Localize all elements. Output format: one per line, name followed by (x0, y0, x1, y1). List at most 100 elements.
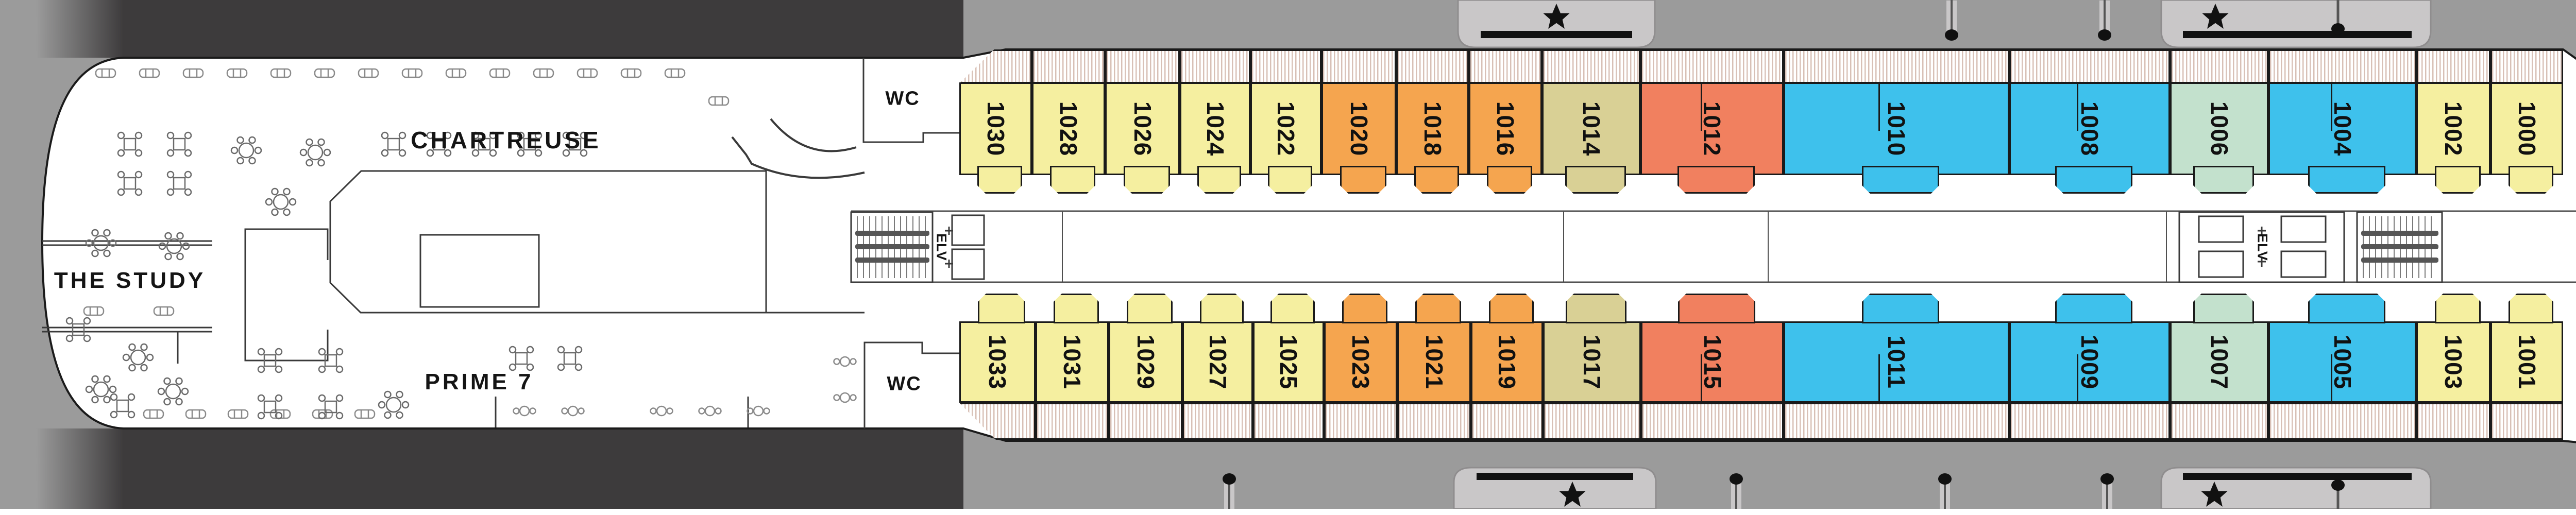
bed-1004 (2308, 166, 2385, 194)
wc-label-top: WC (885, 88, 920, 110)
bed-1008 (2055, 166, 2132, 194)
balcony-1027 (1182, 403, 1253, 440)
cabin-1000: 1000 (2490, 82, 2563, 175)
cabin-number-1010: 1010 (1883, 101, 1910, 157)
bed-1006 (2193, 166, 2254, 194)
cabin-number-1006: 1006 (2206, 101, 2233, 157)
study-wall-bottom (42, 327, 212, 333)
cabin-1007: 1007 (2170, 321, 2268, 403)
cabin-1020: 1020 (1321, 82, 1396, 175)
bed-1002 (2435, 166, 2481, 194)
cabin-1009: 1009 (2009, 321, 2170, 403)
suite-wall-1012 (1701, 83, 1702, 131)
bed-1024 (1197, 166, 1241, 194)
balcony-1014 (1542, 49, 1640, 83)
bed-1020 (1340, 166, 1386, 194)
bed-1026 (1124, 166, 1170, 194)
cabin-number-1012: 1012 (1699, 101, 1725, 157)
cabin-number-1011: 1011 (1883, 335, 1910, 389)
balcony-1008 (2009, 49, 2170, 83)
bed-1030 (977, 166, 1022, 194)
lifeboat-bottom-fwd (2160, 467, 2432, 510)
chartreuse-floor (419, 234, 540, 308)
cabin-1006: 1006 (2170, 82, 2268, 175)
lifeboats (1223, 0, 2432, 515)
balcony-1023 (1324, 403, 1397, 440)
elevator-fwd (2178, 211, 2345, 283)
cabin-number-1009: 1009 (2076, 334, 2103, 390)
cabin-number-1028: 1028 (1055, 101, 1082, 157)
cabin-1023: 1023 (1324, 321, 1397, 403)
cabin-1017: 1017 (1543, 321, 1641, 403)
cabin-1014: 1014 (1542, 82, 1640, 175)
bed-1019 (1489, 294, 1534, 323)
balcony-1025 (1253, 403, 1324, 440)
bed-1005 (2308, 294, 2385, 323)
cabin-number-1016: 1016 (1492, 101, 1519, 157)
bed-1029 (1127, 294, 1173, 323)
cabin-number-1001: 1001 (2513, 334, 2540, 390)
bed-1016 (1487, 166, 1532, 194)
balcony-1021 (1397, 403, 1471, 440)
bed-1028 (1050, 166, 1095, 194)
cabin-number-1005: 1005 (2329, 334, 2356, 390)
chartreuse-room (329, 170, 767, 314)
cabin-number-1017: 1017 (1579, 334, 1605, 390)
venue-label-prime-7: PRIME 7 (425, 369, 534, 394)
davit-pins-bottom (1223, 473, 2114, 515)
cabin-number-1002: 1002 (2440, 101, 2467, 157)
bed-1021 (1415, 294, 1461, 323)
cabin-1024: 1024 (1180, 82, 1250, 175)
bed-1017 (1566, 294, 1626, 323)
davit-pins-top (1945, 0, 2111, 41)
cabin-number-1014: 1014 (1578, 101, 1605, 157)
cabin-number-1033: 1033 (984, 334, 1011, 390)
study-wall-top (42, 240, 212, 246)
suite-wall-1011 (1878, 354, 1880, 402)
cabin-number-1031: 1031 (1059, 334, 1086, 390)
balcony-1003 (2416, 403, 2490, 440)
bottom-margin (0, 509, 2576, 515)
cabin-number-1029: 1029 (1132, 334, 1159, 390)
stairs-fwd (2356, 211, 2443, 283)
cabin-number-1030: 1030 (982, 101, 1009, 157)
balcony-1017 (1543, 403, 1641, 440)
cabin-number-1024: 1024 (1201, 101, 1229, 157)
bed-1001 (2509, 294, 2553, 323)
suite-wall-1008 (2077, 83, 2078, 131)
bed-1033 (978, 294, 1025, 323)
cabin-1016: 1016 (1469, 82, 1542, 175)
cabin-1010: 1010 (1784, 82, 2009, 175)
bed-1023 (1342, 294, 1387, 323)
cabin-number-1018: 1018 (1419, 101, 1446, 157)
corridor (851, 210, 2576, 283)
balcony-1026 (1105, 49, 1180, 83)
bed-1007 (2193, 294, 2254, 323)
bed-1010 (1862, 166, 1939, 194)
balcony-1024 (1180, 49, 1250, 83)
balcony-1007 (2170, 403, 2268, 440)
restaurant-walls (42, 118, 865, 427)
cabin-number-1019: 1019 (1494, 334, 1520, 390)
cabin-1011: 1011 (1784, 321, 2009, 403)
balcony-1030 (959, 49, 1032, 83)
cabin-1005: 1005 (2268, 321, 2416, 403)
balcony-1001 (2490, 403, 2563, 440)
bed-1031 (1054, 294, 1099, 323)
balcony-1002 (2416, 49, 2490, 83)
wc-label-bottom: WC (887, 373, 922, 395)
bed-1025 (1270, 294, 1315, 323)
cabin-number-1015: 1015 (1699, 334, 1726, 390)
cabin-1030: 1030 (959, 82, 1032, 175)
venue-label-chartreuse: CHARTREUSE (411, 127, 601, 153)
cabin-number-1003: 1003 (2440, 334, 2467, 390)
cabin-1021: 1021 (1397, 321, 1471, 403)
cabin-1001: 1001 (2490, 321, 2563, 403)
balcony-1006 (2170, 49, 2268, 83)
bed-1015 (1678, 294, 1755, 323)
venue-label-the-study: THE STUDY (54, 268, 206, 293)
cabin-1003: 1003 (2416, 321, 2490, 403)
balcony-1009 (2009, 403, 2170, 440)
balcony-1004 (2268, 49, 2416, 83)
